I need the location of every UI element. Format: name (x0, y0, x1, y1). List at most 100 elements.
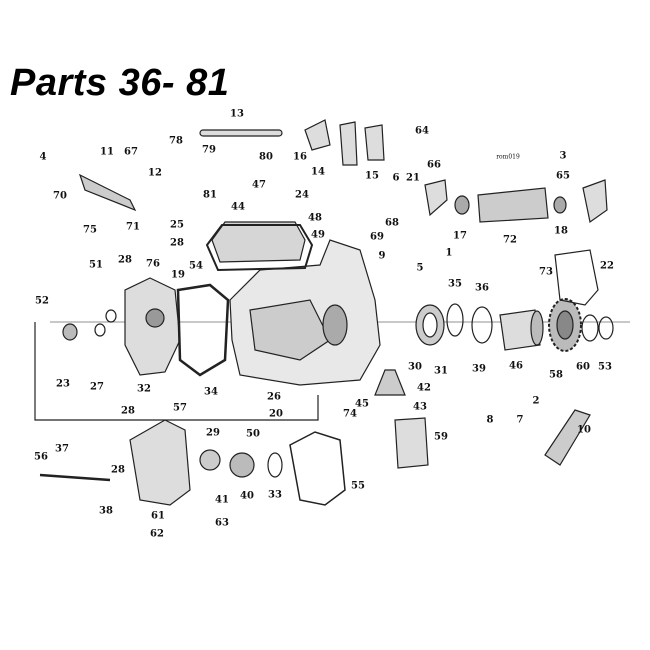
callout-41: 41 (215, 494, 229, 506)
shifter-fork-15 (364, 124, 385, 161)
callout-46: 46 (509, 360, 523, 372)
callout-28: 28 (111, 464, 125, 476)
shifter-fork-16 (304, 119, 331, 151)
case-detail (249, 299, 331, 361)
callout-78: 78 (169, 135, 183, 147)
callout-29: 29 (206, 427, 220, 439)
callout-75: 75 (83, 224, 97, 236)
callout-28: 28 (118, 254, 132, 266)
top-cover-gasket (205, 224, 314, 272)
top-cover (211, 221, 306, 263)
callout-70: 70 (53, 190, 67, 202)
callout-7: 7 (516, 414, 524, 426)
callout-73: 73 (539, 266, 553, 278)
callout-55: 55 (351, 480, 365, 492)
bearing-18 (553, 196, 567, 214)
snap-ring (446, 303, 464, 337)
callout-15: 15 (365, 170, 379, 182)
shaft-13 (199, 129, 283, 137)
callout-39: 39 (472, 363, 486, 375)
bearing-17 (454, 195, 470, 215)
callout-36: 36 (475, 282, 489, 294)
callout-23: 23 (56, 378, 70, 390)
callout-8: 8 (486, 414, 494, 426)
ring-60 (581, 314, 599, 342)
callout-24: 24 (295, 189, 309, 201)
callout-12: 12 (148, 167, 162, 179)
callout-10: 10 (577, 424, 591, 436)
callout-50: 50 (246, 428, 260, 440)
callout-62: 62 (150, 528, 164, 540)
callout-63: 63 (215, 517, 229, 529)
callout-68: 68 (385, 217, 399, 229)
callout-38: 38 (99, 505, 113, 517)
gear-41 (199, 449, 221, 471)
callout-26: 26 (267, 391, 281, 403)
ring-53 (598, 316, 614, 340)
callout-47: 47 (252, 179, 266, 191)
callout-61: 61 (151, 510, 165, 522)
shaft-56 (39, 473, 111, 482)
gear-hub (556, 310, 574, 340)
callout-14: 14 (311, 166, 325, 178)
callout-28: 28 (170, 237, 184, 249)
callout-45: 45 (355, 398, 369, 410)
side-gasket (176, 283, 230, 377)
callout-52: 52 (35, 295, 49, 307)
callout-58: 58 (549, 369, 563, 381)
callout-28: 28 (121, 405, 135, 417)
callout-17: 17 (453, 230, 467, 242)
callout-57: 57 (173, 402, 187, 414)
callout-64: 64 (415, 125, 429, 137)
drawing-code: rom019 (496, 153, 520, 161)
callout-22: 22 (600, 260, 614, 272)
seal (105, 309, 117, 323)
kicker-arm (544, 409, 591, 466)
callout-27: 27 (90, 381, 104, 393)
callout-34: 34 (204, 386, 218, 398)
seal (94, 323, 106, 337)
callout-71: 71 (126, 221, 140, 233)
callout-81: 81 (203, 189, 217, 201)
seal (62, 323, 78, 341)
gasket-73 (554, 249, 599, 306)
callout-11: 11 (100, 146, 114, 158)
callout-21: 21 (406, 172, 420, 184)
sleeve-end (530, 310, 544, 346)
callout-4: 4 (39, 151, 47, 163)
bearing-inner (422, 312, 438, 338)
gear-40 (229, 452, 255, 478)
callout-13: 13 (230, 108, 244, 120)
callout-6: 6 (392, 172, 400, 184)
callout-49: 49 (311, 229, 325, 241)
callout-80: 80 (259, 151, 273, 163)
callout-3: 3 (559, 150, 567, 162)
callout-76: 76 (146, 258, 160, 270)
callout-18: 18 (554, 225, 568, 237)
callout-37: 37 (55, 443, 69, 455)
callout-5: 5 (416, 262, 424, 274)
callout-31: 31 (434, 365, 448, 377)
filter (394, 417, 429, 469)
callout-42: 42 (417, 382, 431, 394)
callout-53: 53 (598, 361, 612, 373)
shifter-arm-65 (582, 179, 608, 224)
callout-79: 79 (202, 144, 216, 156)
callout-32: 32 (137, 383, 151, 395)
callout-51: 51 (89, 259, 103, 271)
shifter-cam (477, 187, 549, 223)
trap-door (129, 419, 191, 506)
callout-74: 74 (343, 408, 357, 420)
callout-66: 66 (427, 159, 441, 171)
shifter-fork-14 (339, 121, 358, 166)
callout-72: 72 (503, 234, 517, 246)
callout-30: 30 (408, 361, 422, 373)
callout-69: 69 (370, 231, 384, 243)
callout-65: 65 (556, 170, 570, 182)
callout-35: 35 (448, 278, 462, 290)
callout-1: 1 (445, 247, 453, 259)
callout-20: 20 (269, 408, 283, 420)
callout-16: 16 (293, 151, 307, 163)
